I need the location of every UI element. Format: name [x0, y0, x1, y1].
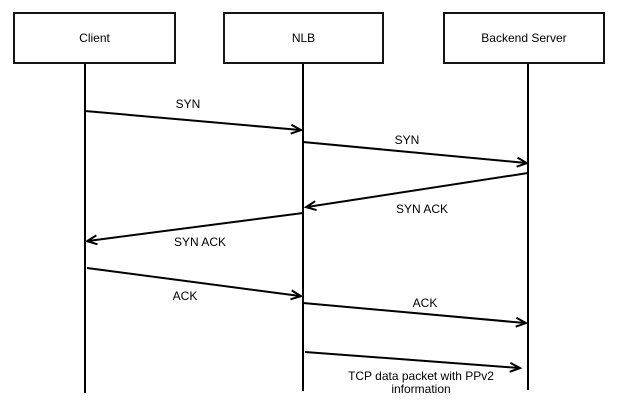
participant-client: Client [13, 12, 176, 64]
arrow-ack-nlb-backend [302, 302, 529, 328]
message-label-syn-2: SYN [394, 133, 420, 147]
arrow-syn-client-nlb [84, 110, 304, 135]
message-label-syn-1: SYN [175, 97, 201, 111]
arrow-synack-backend-nlb [303, 172, 529, 212]
message-label-tcp-data: TCP data packet with PPv2 information [348, 369, 494, 396]
arrow-synack-nlb-client [84, 212, 304, 246]
arrow-syn-nlb-backend [302, 141, 530, 168]
participant-nlb-label: NLB [291, 31, 316, 45]
participant-nlb: NLB [223, 12, 384, 64]
participant-backend-server: Backend Server [443, 12, 605, 64]
arrow-tcp-data-nlb-backend [304, 351, 523, 373]
arrow-ack-client-nlb [86, 267, 304, 301]
participant-client-label: Client [79, 31, 110, 45]
message-label-synack-2: SYN ACK [173, 235, 227, 249]
message-label-ack-2: ACK [412, 296, 438, 310]
message-label-ack-1: ACK [172, 289, 198, 303]
participant-backend-server-label: Backend Server [481, 31, 567, 45]
message-label-synack-1: SYN ACK [395, 202, 449, 216]
